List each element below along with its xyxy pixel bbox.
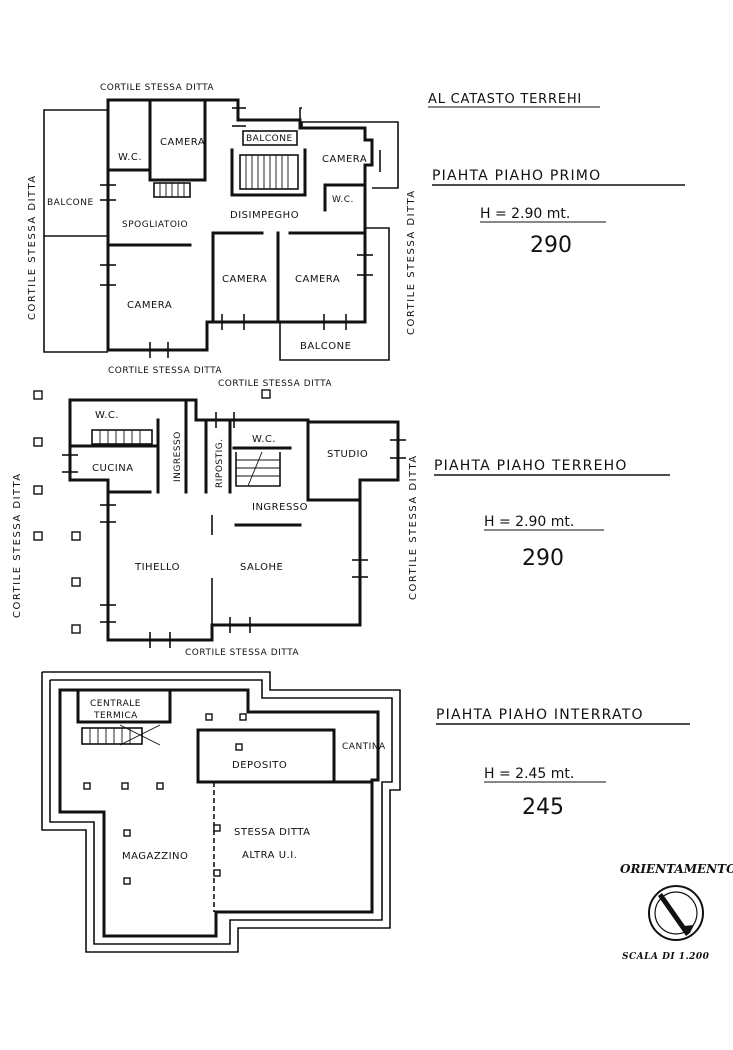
basement-title: PIAHTA PIAHO INTERRATO: [436, 707, 644, 723]
basement-columns: [83, 713, 247, 885]
floor-0-title-block: PIAHTA PIAHO TERREHO H = 2.90 mt. 290: [434, 458, 670, 571]
first-floor-wall-south: [205, 183, 367, 352]
ground-floor-wall-outer: [68, 398, 362, 642]
ground-floor-room-studio: STUDIO: [327, 449, 368, 460]
first-floor-courtyard-top: CORTILE STESSA DITTA: [100, 83, 214, 93]
first-floor-courtyard-bottom: CORTILE STESSA DITTA: [108, 366, 222, 376]
ground-floor-room-ingresso: INGRESSO: [252, 502, 308, 513]
compass-icon: [648, 885, 704, 941]
basement-room-magazzino: MAGAZZINO: [122, 851, 188, 862]
first-floor-room-balcone-left: BALCONE: [47, 198, 94, 208]
ground-floor-courtyard-right: CORTILE STESSA DITTA: [408, 454, 419, 600]
first-floor-room-disimpegno: DISIMPEGHO: [230, 210, 299, 221]
ground-floor-staircase: [91, 429, 281, 487]
floor-1-height-value: 290: [530, 233, 572, 258]
basement-height-value: 245: [522, 795, 564, 820]
ground-floor-room-cucina: CUCINA: [92, 463, 134, 474]
first-floor-room-camera-5: CAMERA: [295, 274, 340, 285]
ground-floor-courtyard-bottom: CORTILE STESSA DITTA: [185, 648, 299, 658]
scale-label: SCALA DI 1.200: [622, 952, 710, 962]
first-floor-room-camera-1: CAMERA: [160, 137, 205, 148]
first-floor-courtyard-line: [43, 236, 108, 353]
first-floor-room-balcone-bottom: BALCONE: [300, 341, 351, 352]
basement-room-altra-ui: ALTRA U.I.: [242, 850, 297, 861]
ground-floor-windows: [62, 412, 406, 648]
ground-floor-room-ingresso-v: INGRESSO: [173, 431, 183, 482]
ground-floor-garden-posts: [33, 389, 271, 634]
ground-floor-room-tinello: TIHELLO: [134, 562, 180, 573]
first-floor-room-camera-2: CAMERA: [322, 154, 367, 165]
basement-outer-line: [41, 671, 401, 953]
first-floor-balcony-top-edge: [299, 107, 302, 124]
first-floor-windows: [100, 107, 381, 358]
ground-floor-room-wc-2: W.C.: [252, 434, 276, 445]
orientation-legend: ORIENTAMENTO SCALA DI 1.200: [620, 862, 733, 962]
floor-1-title: PIAHTA PIAHO PRIMO: [432, 168, 601, 184]
first-floor-room-camera-3: CAMERA: [127, 300, 172, 311]
basement-room-termica: TERMICA: [93, 711, 138, 721]
first-floor-room-camera-4: CAMERA: [222, 274, 267, 285]
first-floor-room-spogliatoio: SPOGLIATOIO: [122, 220, 188, 230]
first-floor-staircase: [153, 154, 299, 198]
first-floor-room-wc-1: W.C.: [118, 152, 142, 163]
basement-wall: [58, 688, 380, 938]
first-floor-balcony-south: [279, 227, 390, 361]
basement-height: H = 2.45 mt.: [484, 766, 574, 782]
ground-floor-courtyard-top: CORTILE STESSA DITTA: [218, 379, 332, 389]
first-floor-courtyard-right: CORTILE STESSA DITTA: [406, 189, 417, 335]
first-floor-room-wc-2: W.C.: [332, 195, 354, 205]
ground-floor-courtyard-left: CORTILE STESSA DITTA: [12, 472, 23, 618]
basement-room-deposito: DEPOSITO: [232, 760, 287, 771]
basement-wall-deposito: [196, 728, 374, 784]
basement-middle-line: [49, 679, 393, 945]
first-floor-room-balcone-top: BALCONE: [246, 134, 293, 144]
first-floor-balcone-top-frame: [242, 130, 298, 146]
basement-staircase: [81, 724, 161, 746]
ground-floor-plan: CORTILE STESSA DITTA CORTILE STESSA DITT…: [12, 379, 419, 658]
first-floor-courtyard-left: CORTILE STESSA DITTA: [27, 174, 38, 320]
basement-title-block: PIAHTA PIAHO INTERRATO H = 2.45 mt. 245: [436, 707, 690, 820]
basement-plan: CENTRALE TERMICA DEPOSITO CANTINA STESSA…: [41, 671, 401, 953]
floor-0-height-value: 290: [522, 546, 564, 571]
basement-room-centrale: CENTRALE: [90, 699, 141, 709]
floor-0-title: PIAHTA PIAHO TERREHO: [434, 458, 628, 474]
basement-room-stessa-ditta: STESSA DITTA: [234, 827, 310, 838]
ground-floor-room-ripostiglio: RIPOSTIG.: [215, 438, 225, 488]
floor-1-title-block: PIAHTA PIAHO PRIMO H = 2.90 mt. 290: [432, 168, 685, 258]
first-floor-plan: CORTILE STESSA DITTA CORTILE STESSA DITT…: [27, 83, 417, 376]
first-floor-wall-north: [106, 98, 374, 187]
floor-1-height: H = 2.90 mt.: [480, 206, 570, 222]
first-floor-balcony-east: [301, 121, 399, 189]
basement-room-cantina: CANTINA: [342, 742, 386, 752]
first-floor-balcony-west: [43, 109, 108, 237]
first-floor-wall-west: [106, 98, 209, 352]
orientation-label: ORIENTAMENTO: [620, 862, 733, 876]
catasto-label: AL CATASTO TERREHI: [428, 92, 582, 107]
ground-floor-room-wc-1: W.C.: [95, 410, 119, 421]
floor-0-height: H = 2.90 mt.: [484, 514, 574, 530]
ground-floor-room-salone: SALOHE: [240, 562, 283, 573]
